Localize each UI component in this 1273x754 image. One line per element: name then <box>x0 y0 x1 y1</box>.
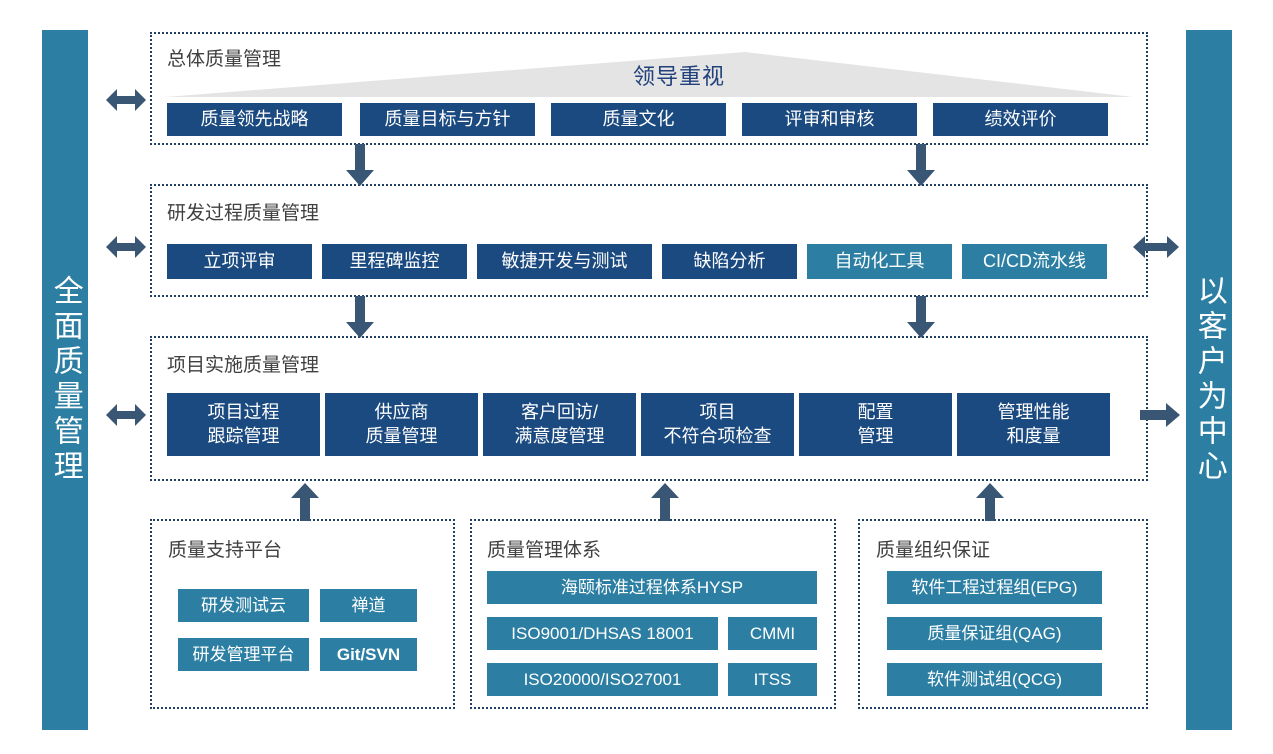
chip-quality-goals-policy[interactable]: 质量目标与方针 <box>360 103 535 136</box>
chip-quality-culture[interactable]: 质量文化 <box>551 103 726 136</box>
chip-quality-leading-strategy[interactable]: 质量领先战略 <box>167 103 342 136</box>
chip-project-nonconformity-check[interactable]: 项目 不符合项检查 <box>641 393 794 456</box>
up-arrow-icon-system-to-project <box>650 483 680 521</box>
chip-qcg[interactable]: 软件测试组(QCG) <box>887 663 1102 696</box>
up-arrow-icon-support-to-project <box>290 483 320 521</box>
chip-itss[interactable]: ITSS <box>728 663 817 696</box>
chip-iso20000-iso27001[interactable]: ISO20000/ISO27001 <box>487 663 718 696</box>
double-arrow-icon-left-rd <box>106 232 146 262</box>
leadership-banner: 领导重视 <box>165 52 1133 97</box>
up-arrow-icon-organization-to-project <box>975 483 1005 521</box>
down-arrow-icon-rd-to-project-right <box>906 296 936 338</box>
section-title-rd-process: 研发过程质量管理 <box>167 203 320 224</box>
chip-hysp-standard-process[interactable]: 海颐标准过程体系HYSP <box>487 571 817 604</box>
down-arrow-icon-overall-to-rd-left <box>345 144 375 186</box>
section-rd-process-quality-management <box>150 184 1148 297</box>
chip-cicd-pipeline[interactable]: CI/CD流水线 <box>962 244 1107 279</box>
chip-customer-visit-satisfaction[interactable]: 客户回访/ 满意度管理 <box>483 393 636 456</box>
chip-zentao[interactable]: 禅道 <box>320 589 417 622</box>
right-arrow-icon-project <box>1140 400 1180 430</box>
double-arrow-icon-left-project <box>106 400 146 430</box>
down-arrow-icon-rd-to-project-left <box>345 296 375 338</box>
chip-automation-tools[interactable]: 自动化工具 <box>807 244 952 279</box>
chip-qag[interactable]: 质量保证组(QAG) <box>887 617 1102 650</box>
left-pillar-label: 全面质量管理 <box>48 275 82 485</box>
chip-project-initiation-review[interactable]: 立项评审 <box>167 244 312 279</box>
chip-agile-dev-and-test[interactable]: 敏捷开发与测试 <box>477 244 652 279</box>
chip-project-process-tracking[interactable]: 项目过程 跟踪管理 <box>167 393 320 456</box>
chip-cmmi[interactable]: CMMI <box>728 617 817 650</box>
right-pillar-label: 以客户为中心 <box>1192 275 1226 485</box>
chip-milestone-monitoring[interactable]: 里程碑监控 <box>322 244 467 279</box>
banner-triangle-icon <box>165 52 1133 97</box>
panel-title-quality-support-platform: 质量支持平台 <box>168 540 283 561</box>
chip-review-and-audit[interactable]: 评审和审核 <box>742 103 917 136</box>
double-arrow-icon-right-rd <box>1133 232 1179 262</box>
chip-iso9001-dhsas18001[interactable]: ISO9001/DHSAS 18001 <box>487 617 718 650</box>
chip-rd-test-cloud[interactable]: 研发测试云 <box>178 589 309 622</box>
right-pillar: 以客户为中心 <box>1186 30 1232 730</box>
chip-configuration-management[interactable]: 配置 管理 <box>799 393 952 456</box>
chip-epg[interactable]: 软件工程过程组(EPG) <box>887 571 1102 604</box>
panel-title-quality-organization-assurance: 质量组织保证 <box>876 540 991 561</box>
banner-label: 领导重视 <box>632 63 725 89</box>
section-title-overall: 总体质量管理 <box>167 49 282 70</box>
chip-performance-evaluation[interactable]: 绩效评价 <box>933 103 1108 136</box>
chip-defect-analysis[interactable]: 缺陷分析 <box>662 244 797 279</box>
chip-rd-management-platform[interactable]: 研发管理平台 <box>178 638 309 671</box>
section-title-project-implementation: 项目实施质量管理 <box>167 355 320 376</box>
double-arrow-icon-left-overall <box>106 85 146 115</box>
chip-supplier-quality-management[interactable]: 供应商 质量管理 <box>325 393 478 456</box>
left-pillar: 全面质量管理 <box>42 30 88 730</box>
panel-title-quality-management-system: 质量管理体系 <box>487 540 602 561</box>
chip-management-performance-metrics[interactable]: 管理性能 和度量 <box>957 393 1110 456</box>
chip-git-svn[interactable]: Git/SVN <box>320 638 417 671</box>
down-arrow-icon-overall-to-rd-right <box>906 144 936 186</box>
